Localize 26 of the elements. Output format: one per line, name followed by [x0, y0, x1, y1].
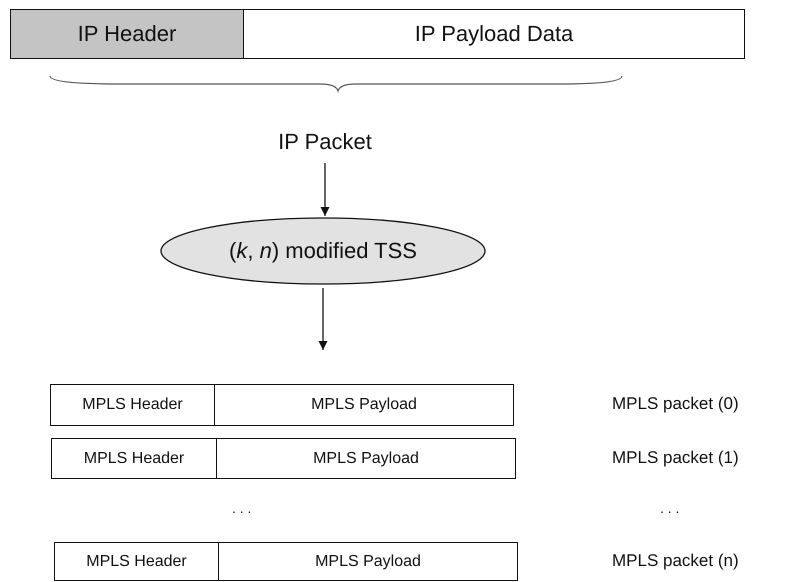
- field-label: IP Payload Data: [414, 21, 574, 47]
- arrow: [318, 288, 328, 350]
- process-ellipse: [160, 217, 486, 285]
- annotation-label: MPLS packet (1): [612, 448, 739, 468]
- annotation-label: MPLS packet (0): [612, 394, 739, 414]
- payload-field: [216, 438, 516, 479]
- payload-field: [218, 542, 518, 581]
- annotation-label: . . .: [660, 500, 680, 516]
- header-field: [50, 384, 214, 426]
- packet-label: IP Packet: [278, 129, 372, 155]
- field-label: MPLS Header: [84, 450, 184, 468]
- annotation-label: MPLS packet (n): [612, 551, 739, 571]
- field-label: MPLS Payload: [311, 396, 417, 414]
- field-label: MPLS Header: [86, 552, 187, 570]
- field-label: MPLS Payload: [313, 450, 419, 468]
- payload-field: [214, 384, 514, 426]
- header-field: [10, 9, 243, 59]
- field-label: (k, n) modified TSS: [229, 238, 417, 264]
- payload-field: [243, 9, 745, 59]
- field-label: IP Header: [78, 21, 176, 47]
- arrow: [320, 163, 330, 216]
- header-field: [54, 542, 218, 581]
- header-field: [51, 438, 216, 479]
- annotation-label: . . .: [232, 500, 252, 516]
- field-label: MPLS Payload: [315, 552, 421, 570]
- field-label: MPLS Header: [82, 396, 183, 414]
